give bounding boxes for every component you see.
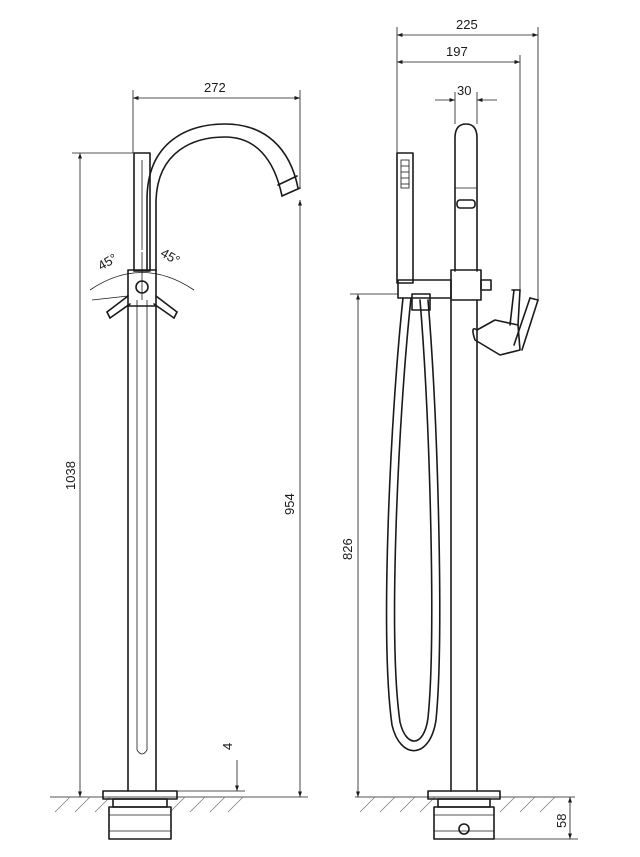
dim-spout-height-label: 954 <box>282 493 297 515</box>
dim-hand-shower-height-label: 826 <box>340 538 355 560</box>
mixer-body-right <box>397 269 539 356</box>
angle-right-label: 45° <box>158 245 183 268</box>
dim-total-height <box>72 152 134 797</box>
angle-left-label: 45° <box>95 250 120 273</box>
dim-spout-height <box>245 200 308 798</box>
dim-spout-reach <box>132 90 301 188</box>
dim-body-diameter-label: 30 <box>457 83 471 98</box>
dim-total-height-label: 1038 <box>63 461 78 490</box>
dim-floor-gap-label: 4 <box>220 743 235 750</box>
dim-hand-shower-height <box>350 293 398 797</box>
side-view: 225 197 30 826 58 <box>340 17 578 840</box>
spout-right <box>454 123 478 272</box>
dim-base-height <box>494 797 578 840</box>
base-flange-left <box>102 790 178 840</box>
column-left <box>127 300 157 792</box>
hose <box>385 293 441 752</box>
hand-shower-right <box>396 152 414 284</box>
dim-handle-depth-label: 197 <box>446 44 468 59</box>
dim-spout-reach-label: 272 <box>204 80 226 95</box>
dim-floor-gap <box>177 760 245 792</box>
dim-overall-depth <box>396 27 539 300</box>
dim-base-height-label: 58 <box>554 814 569 828</box>
floor-left <box>50 796 245 813</box>
base-flange-right <box>427 790 501 840</box>
dim-body-diameter <box>435 92 497 124</box>
front-view: 45° 45° 272 1038 954 4 <box>50 80 308 840</box>
dim-handle-depth <box>397 55 521 290</box>
column-right <box>450 299 478 792</box>
handle-angle-arc <box>89 252 195 301</box>
dim-overall-depth-label: 225 <box>456 17 478 32</box>
spout-left <box>146 123 301 272</box>
